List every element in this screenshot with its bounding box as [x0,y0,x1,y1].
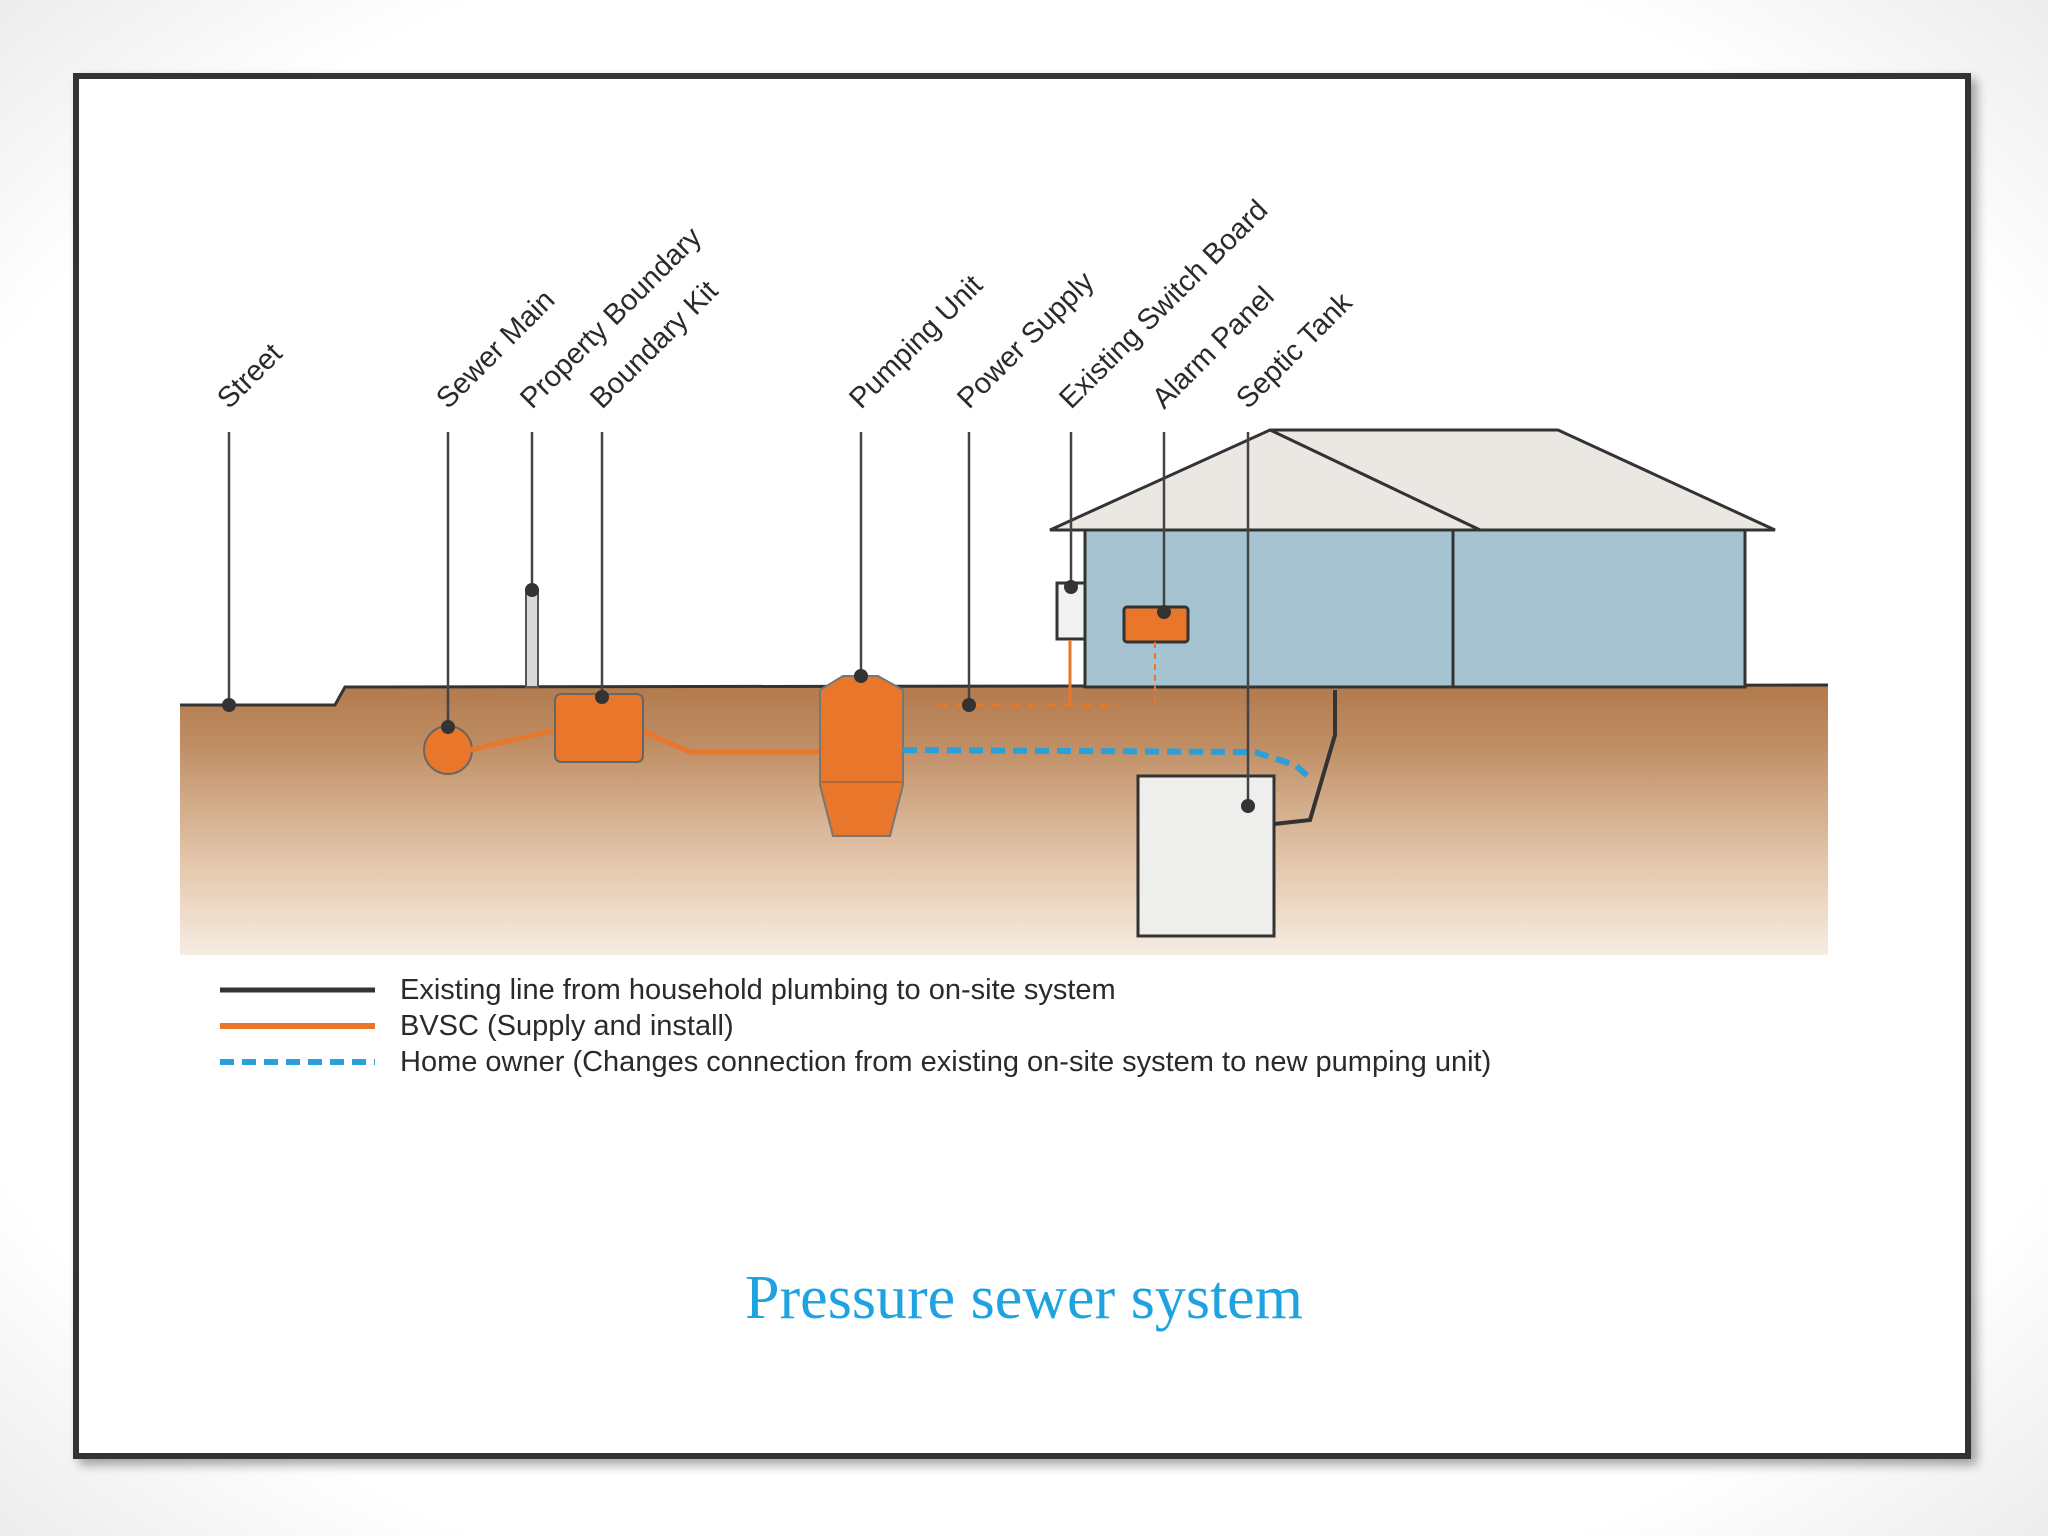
house-roof-left [1049,428,1481,532]
bvsc-pipework [469,640,1156,755]
septic-outlet-pipe [1273,690,1337,826]
property-boundary-post [525,589,539,688]
slide-caption: Pressure sewer system [745,1264,1303,1332]
legend: Existing line from household plumbing to… [220,974,1491,1078]
alarm-panel [1122,605,1190,644]
legend-label-home-owner: Home owner (Changes connection from exis… [400,1046,1491,1078]
pumping-unit [819,675,904,837]
septic-tank [1136,774,1276,938]
house-wall-right [1451,526,1747,689]
home-owner-connection [902,747,1312,781]
boundary-kit [554,693,644,763]
house [1049,428,1776,689]
label-street: Street [211,338,288,415]
legend-label-existing: Existing line from household plumbing to… [400,974,1116,1006]
legend-label-bvsc: BVSC (Supply and install) [400,1010,734,1042]
ground-soil [180,685,1828,955]
leader-dots [222,580,1255,813]
leader-lines [227,432,1250,808]
